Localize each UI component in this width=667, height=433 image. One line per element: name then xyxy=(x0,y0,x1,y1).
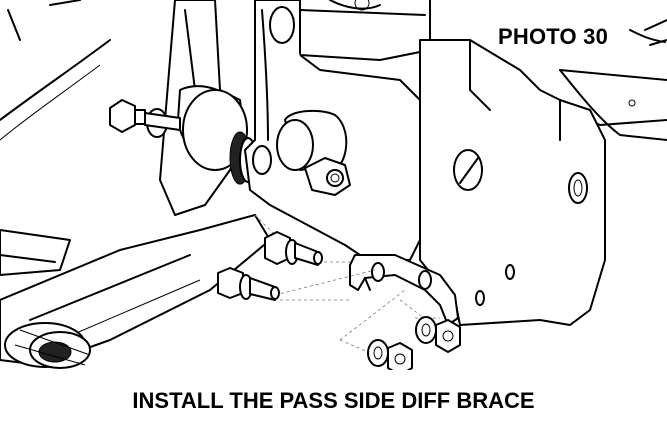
washer-nut-set-left xyxy=(367,339,413,370)
brace-bolt-upper xyxy=(264,231,323,266)
washer-nut-set-right xyxy=(415,316,461,353)
axle-boot xyxy=(4,322,91,369)
photo-number-label: PHOTO 30 xyxy=(498,24,609,49)
line-drawing-illustration xyxy=(0,0,667,370)
upper-left-frame xyxy=(0,0,111,141)
upper-bolt-left xyxy=(109,99,181,138)
brace-bolt-lower xyxy=(217,267,280,301)
diff-brace xyxy=(349,254,459,326)
ball-joint xyxy=(252,109,351,196)
right-side-plate xyxy=(419,39,606,326)
assembly-guide-lines xyxy=(254,214,441,356)
instruction-caption: INSTALL THE PASS SIDE DIFF BRACE xyxy=(132,388,535,413)
right-edge-fragment xyxy=(629,29,666,43)
